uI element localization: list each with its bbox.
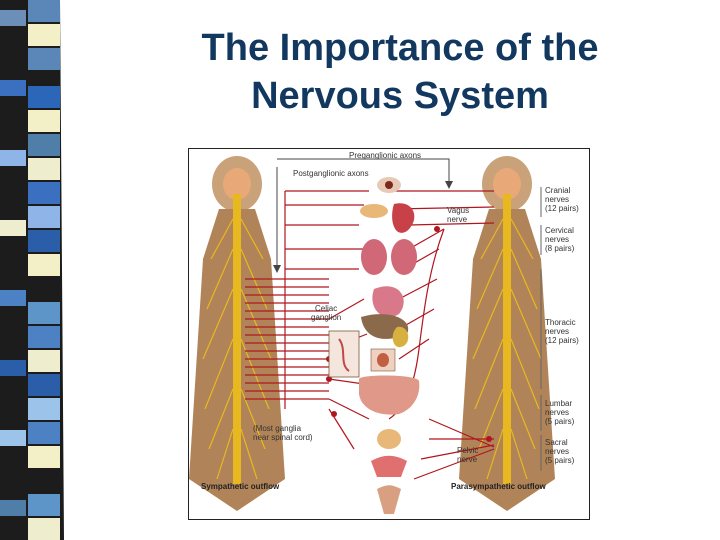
label-lumbar-2: nerves bbox=[545, 408, 569, 417]
right-lung-organ bbox=[391, 239, 417, 275]
label-celiac-2: ganglion bbox=[311, 313, 341, 322]
label-cervical-2: nerves bbox=[545, 235, 569, 244]
label-pelvic-1: Pelvic bbox=[457, 446, 478, 455]
label-thoracic-3: (12 pairs) bbox=[545, 336, 579, 345]
label-cervical-1: Cervical bbox=[545, 226, 574, 235]
label-sympathetic-outflow: Sympathetic outflow bbox=[201, 482, 280, 491]
reproductive-organ bbox=[371, 455, 407, 477]
decorative-stripe-bar bbox=[0, 0, 72, 540]
nervous-system-diagram: Preganglionic axons Postganglionic axons… bbox=[188, 148, 590, 520]
bladder-organ bbox=[377, 429, 401, 449]
label-lumbar-1: Lumbar bbox=[545, 399, 572, 408]
label-cervical-3: (8 pairs) bbox=[545, 244, 575, 253]
title-line-2: Nervous System bbox=[251, 75, 549, 117]
salivary-organ bbox=[360, 204, 388, 218]
left-body-figure bbox=[189, 156, 285, 511]
organs bbox=[328, 177, 420, 514]
label-parasympathetic-outflow: Parasympathetic outflow bbox=[451, 482, 546, 491]
label-vagus-1: Vagus bbox=[447, 206, 469, 215]
gallbladder-organ bbox=[392, 326, 409, 348]
label-cranial-1: Cranial bbox=[545, 186, 571, 195]
label-postganglionic: Postganglionic axons bbox=[293, 169, 369, 178]
label-ganglia-2: near spinal cord) bbox=[253, 433, 313, 442]
stomach-organ bbox=[372, 286, 404, 318]
right-spinal-cord bbox=[503, 194, 511, 484]
label-thoracic-2: nerves bbox=[545, 327, 569, 336]
preganglionic-arrow bbox=[276, 158, 450, 267]
label-vagus-2: nerve bbox=[447, 215, 468, 224]
left-lung-organ bbox=[361, 239, 387, 275]
right-body-figure bbox=[459, 156, 555, 511]
label-sacral-3: (5 pairs) bbox=[545, 456, 575, 465]
intestine-organ bbox=[359, 375, 420, 415]
stripe-blocks bbox=[0, 0, 60, 540]
left-spinal-cord bbox=[233, 194, 241, 484]
label-cranial-2: nerves bbox=[545, 195, 569, 204]
slide-title: The Importance of the Nervous System bbox=[150, 24, 650, 120]
heart-organ bbox=[392, 203, 415, 233]
label-ganglia-1: (Most ganglia bbox=[253, 424, 302, 433]
label-sacral-2: nerves bbox=[545, 447, 569, 456]
genital-organ bbox=[377, 485, 401, 514]
label-thoracic-1: Thoracic bbox=[545, 318, 576, 327]
label-cranial-3: (12 pairs) bbox=[545, 204, 579, 213]
label-sacral-1: Sacral bbox=[545, 438, 568, 447]
label-celiac-1: Celiac bbox=[315, 304, 337, 313]
label-pelvic-2: nerve bbox=[457, 455, 478, 464]
label-lumbar-3: (5 pairs) bbox=[545, 417, 575, 426]
title-line-1: The Importance of the bbox=[201, 27, 599, 69]
sympathetic-nerves bbox=[245, 190, 370, 450]
label-preganglionic: Preganglionic axons bbox=[349, 151, 421, 160]
